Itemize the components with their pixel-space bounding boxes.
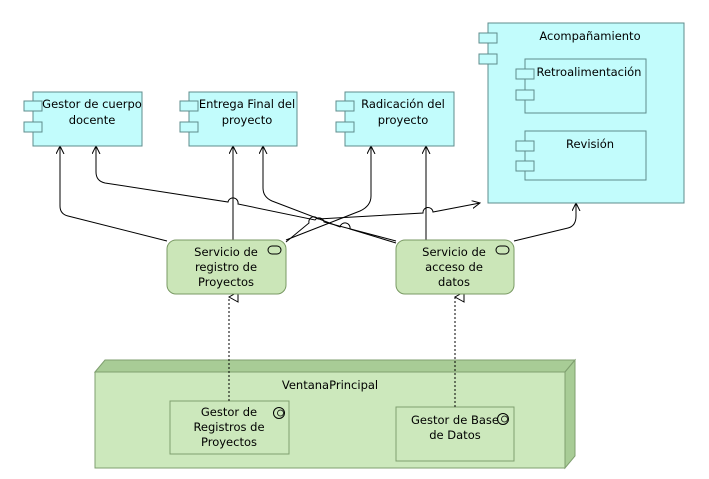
serving-relations (60, 146, 576, 244)
serving-arrow (285, 146, 371, 241)
label-line: datos (438, 275, 470, 289)
label-line: Gestor de cuerpo (42, 97, 142, 111)
serving-arrow (285, 203, 480, 243)
component-radicacion[interactable]: Radicación del proyecto (335, 91, 455, 147)
serving-arrow (263, 146, 397, 244)
component-icon (478, 32, 498, 65)
label-line: Gestor de (201, 405, 257, 419)
serving-arrow (513, 203, 576, 242)
serving-arrow (96, 146, 397, 242)
group-title: Acompañamiento (539, 29, 640, 43)
component-icon (335, 100, 355, 133)
label-line: de Datos (429, 428, 480, 442)
serving-arrow (60, 146, 168, 242)
app-component-gestor-registros[interactable]: Gestor de Registros de Proyectos (169, 400, 290, 455)
component-gestor-cuerpo-docente[interactable]: Gestor de cuerpo docente (23, 91, 143, 147)
label-line: proyecto (378, 113, 429, 127)
service-icon (495, 245, 510, 255)
component-icon (179, 100, 199, 133)
label-line: Proyectos (198, 275, 254, 289)
component-icon (23, 100, 43, 133)
app-component-gestor-base-datos[interactable]: Gestor de Base de Datos (395, 406, 515, 462)
component-icon (515, 140, 535, 172)
label-line: Entrega Final del (199, 97, 295, 111)
label-line: proyecto (222, 113, 273, 127)
label-line: Servicio de (422, 245, 486, 259)
label-line: acceso de (425, 260, 483, 274)
node-title: VentanaPrincipal (282, 378, 378, 392)
label-line: Gestor de Base (411, 413, 499, 427)
application-component-icon (273, 407, 285, 419)
label-line: Proyectos (201, 435, 257, 449)
label-line: Servicio de (194, 245, 258, 259)
label-line: Registros de (193, 420, 264, 434)
label-line: docente (69, 113, 116, 127)
label-line: Radicación del (361, 97, 445, 111)
application-component-icon (497, 413, 509, 425)
service-icon (267, 245, 282, 255)
component-entrega-final[interactable]: Entrega Final del proyecto (179, 91, 298, 147)
label-line: Retroalimentación (537, 65, 642, 79)
component-icon (515, 68, 535, 101)
label-line: Revisión (566, 137, 614, 151)
service-acceso-datos[interactable]: Servicio de acceso de datos (395, 239, 515, 295)
component-revision[interactable]: Revisión (515, 130, 647, 181)
service-registro-proyectos[interactable]: Servicio de registro de Proyectos (166, 239, 287, 295)
component-retroalimentacion[interactable]: Retroalimentación (515, 58, 647, 114)
label-line: registro de (195, 260, 257, 274)
